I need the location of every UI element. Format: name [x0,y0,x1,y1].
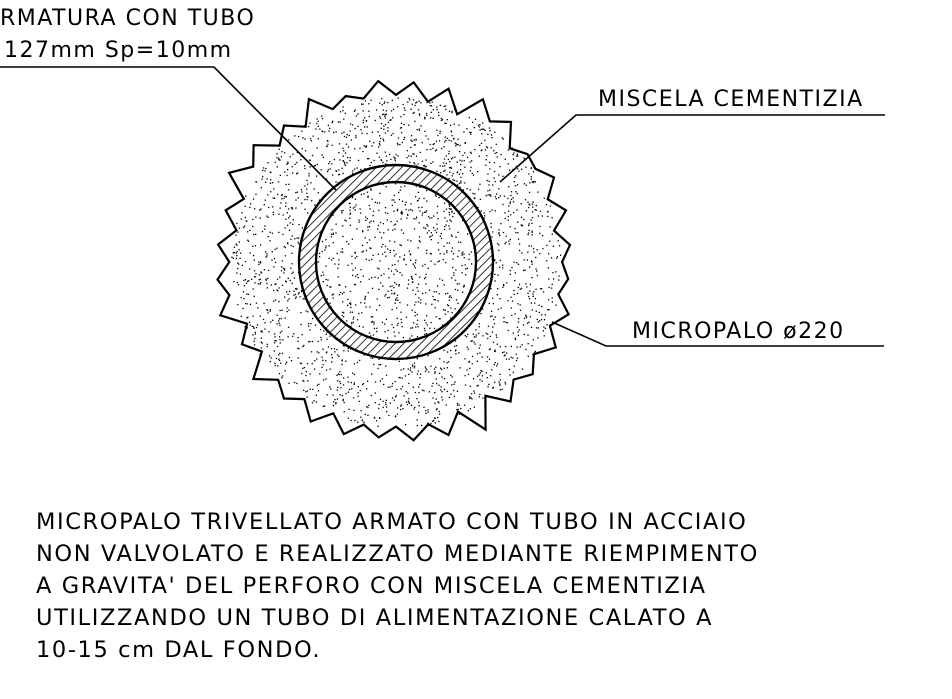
armatura-label-line1: RMATURA CON TUBO [0,6,255,31]
steel-tube [297,163,495,361]
armatura-label-line2: 127mm Sp=10mm [4,38,233,63]
grout-speckle [231,97,562,427]
miscela-leader [499,114,885,183]
armatura-leader [0,66,337,191]
tube-outer-edge [297,163,495,361]
note-line-3: A GRAVITA' DEL PERFORO CON MISCELA CEMEN… [36,573,707,599]
tube-inner-edge [314,180,478,344]
micropalo-leader [551,321,884,347]
note-line-2: NON VALVOLATO E REALIZZATO MEDIANTE RIEM… [36,541,759,567]
note-line-5: 10-15 cm DAL FONDO. [36,637,321,663]
note-line-1: MICROPALO TRIVELLATO ARMATO CON TUBO IN … [36,509,748,535]
leader-lines [0,66,885,347]
grout-body [216,79,572,442]
note-line-4: UTILIZZANDO UN TUBO DI ALIMENTAZIONE CAL… [36,605,713,631]
miscela-label: MISCELA CEMENTIZIA [598,87,864,112]
description-note: MICROPALO TRIVELLATO ARMATO CON TUBO IN … [36,509,759,663]
grout-outline [216,79,572,442]
micropalo-label: MICROPALO ø220 [632,319,845,344]
